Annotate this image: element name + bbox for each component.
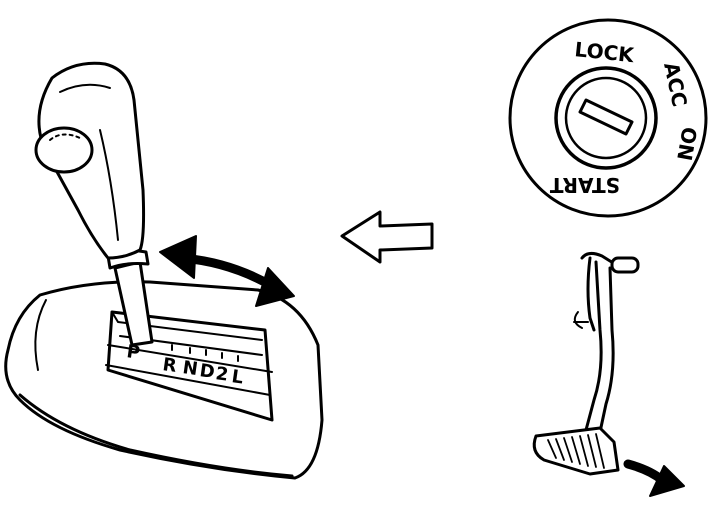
shift-lever-assembly: P R N D 2 L [4, 61, 324, 480]
shift-pos-2: 2 [214, 363, 229, 386]
pedal-press-arrow-icon [623, 459, 685, 497]
ignition-label-on: ON [672, 125, 701, 162]
shift-indicator-ticks [171, 344, 239, 362]
shift-lever-knob [34, 61, 146, 260]
ignition-label-start: START [550, 173, 620, 197]
shift-indicator-labels: P R N D 2 L [125, 341, 244, 388]
left-arrow-icon [340, 210, 434, 264]
shift-pos-r: R [161, 354, 178, 377]
shift-console [4, 280, 324, 480]
shift-pos-d: D [198, 360, 216, 383]
ignition-switch: LOCK ACC ON START [508, 18, 708, 218]
brake-pedal [532, 251, 640, 476]
shift-pos-l: L [230, 366, 244, 388]
shift-pos-n: N [181, 357, 199, 380]
shift-pos-p: P [125, 341, 141, 364]
shift-movement-arrow-icon [159, 235, 295, 307]
